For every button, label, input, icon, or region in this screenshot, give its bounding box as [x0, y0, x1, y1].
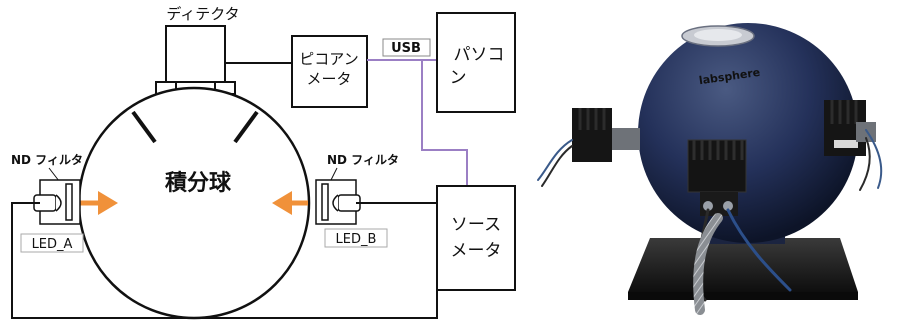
sourcemeter-label-line2: メータ [451, 241, 502, 261]
led-a-assembly [34, 180, 80, 224]
nd-filter-label-left: ND フィルタ [11, 153, 83, 167]
schematic-diagram: ディテクタ ピコアン メータ USB パソコ ン 積分球 [11, 5, 515, 318]
picoammeter-label-line2: メータ [306, 70, 351, 88]
pc-label-line1: パソコ [454, 45, 505, 65]
led-b-assembly [316, 180, 360, 224]
led-b-label: LED_B [336, 232, 377, 247]
sourcemeter-label-line1: ソース [451, 215, 501, 235]
sphere-label: 積分球 [165, 171, 232, 196]
usb-label: USB [391, 41, 421, 56]
pc-label-line2: ン [450, 68, 467, 88]
led-a-label: LED_A [32, 237, 73, 252]
detector-box [166, 26, 225, 82]
detector-label: ディテクタ [166, 5, 239, 23]
picoammeter-label-line1: ピコアン [299, 50, 358, 68]
left-led-module [572, 108, 612, 162]
instrument-photo: labsphere [538, 23, 881, 310]
sourcemeter-box [437, 186, 515, 290]
instrument-base [628, 238, 858, 292]
nd-filter-label-right: ND フィルタ [327, 153, 399, 167]
